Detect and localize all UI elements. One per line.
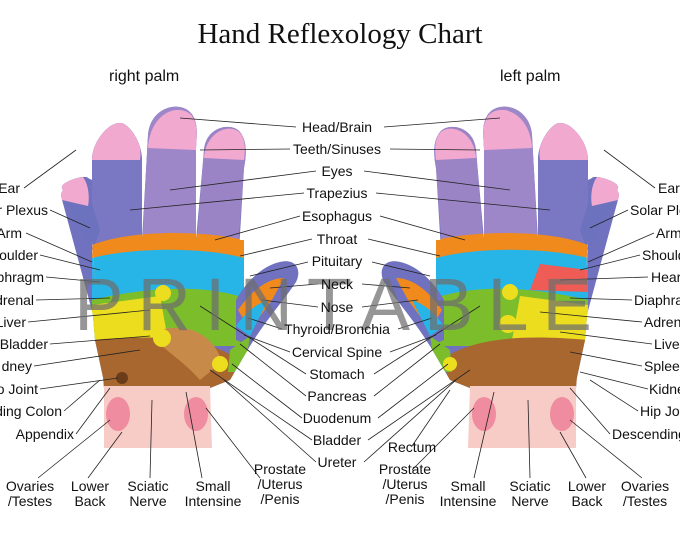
label-right-bladder: Bladder [0, 336, 48, 352]
label-left-solar-plexus: Solar Ple [630, 202, 680, 218]
label-head-brain: Head/Brain [302, 119, 372, 135]
label-left-intensine: Intensine [440, 493, 497, 509]
label-bladder: Bladder [313, 432, 362, 448]
label-right-prostate: Prostate [254, 461, 306, 477]
label-right-kidney: dney [2, 358, 32, 374]
label-left-spleen: Splee [644, 358, 680, 374]
right-palm-label: right palm [109, 68, 180, 85]
label-left-kidney: Kidne [649, 381, 680, 397]
label-right-diaphragm: phragm [0, 269, 44, 285]
label-right-ovaries: Ovaries [6, 478, 54, 494]
label-left-arm: Arm [656, 225, 680, 241]
label-left-hip-joint: Hip Jo [640, 403, 680, 419]
label-right-testes: /Testes [8, 493, 52, 509]
watermark-text: PRINTABLE [74, 263, 606, 346]
label-left-nerve: Nerve [511, 493, 549, 509]
label-left-lower: Lower [568, 478, 606, 494]
label-stomach: Stomach [309, 366, 364, 382]
leader-lines [23, 117, 656, 479]
label-right-shoulder: oulder [0, 247, 38, 263]
label-eyes: Eyes [321, 163, 352, 179]
label-right-ear: Ear [0, 180, 20, 196]
label-right-penis: /Penis [261, 491, 300, 507]
label-right-appendix: Appendix [16, 426, 74, 442]
label-right-uterus: /Uterus [257, 476, 302, 492]
label-right-sciatic: Sciatic [127, 478, 168, 494]
label-left-penis: /Penis [386, 491, 425, 507]
label-left-back: Back [571, 493, 603, 509]
label-neck: Neck [321, 276, 354, 292]
label-right-lower: Lower [71, 478, 109, 494]
label-left-ovaries: Ovaries [621, 478, 669, 494]
label-ureter: Ureter [318, 454, 357, 470]
label-left-uterus: /Uterus [382, 476, 427, 492]
label-right-back: Back [74, 493, 106, 509]
label-teeth-sinuses: Teeth/Sinuses [293, 141, 381, 157]
label-left-small: Small [450, 478, 485, 494]
label-pituitary: Pituitary [312, 253, 363, 269]
label-left-sciatic: Sciatic [509, 478, 550, 494]
right-palm-bottom-labels: Ovaries /Testes Lower Back Sciatic Nerve… [6, 461, 306, 509]
right-palm-side-labels: Ear r Plexus Arm oulder phragm drenal Li… [0, 180, 74, 442]
label-left-adrenal: Adren [644, 314, 680, 330]
left-palm-bottom-labels: Rectum Prostate /Uterus /Penis Small Int… [379, 439, 669, 509]
label-left-diaphragm: Diaphra [634, 292, 680, 308]
label-left-shoulder: Should [642, 247, 680, 263]
left-palm-side-labels: Ear Solar Ple Arm Should Hear Diaphra Ad… [612, 180, 680, 442]
label-right-ascending-colon: ding Colon [0, 403, 62, 419]
left-palm-label: left palm [500, 68, 561, 85]
label-thyroid-bronchia: Thyroid/Bronchia [284, 321, 390, 337]
label-right-small: Small [195, 478, 230, 494]
label-pancreas: Pancreas [307, 388, 366, 404]
label-duodenum: Duodenum [303, 410, 372, 426]
label-right-arm: Arm [0, 225, 22, 241]
label-left-prostate: Prostate [379, 461, 431, 477]
label-left-descending-colon: Descending [612, 426, 680, 442]
label-right-intensine: Intensine [185, 493, 242, 509]
label-left-testes: /Testes [623, 493, 667, 509]
label-left-liver: Live [654, 336, 680, 352]
label-right-adrenal: drenal [0, 292, 34, 308]
label-right-nerve: Nerve [129, 493, 167, 509]
label-left-heart: Hear [651, 269, 680, 285]
label-trapezius: Trapezius [307, 185, 368, 201]
label-left-rectum: Rectum [388, 439, 436, 455]
label-right-solar-plexus: r Plexus [0, 202, 48, 218]
label-cervical-spine: Cervical Spine [292, 344, 382, 360]
label-right-liver: Liver [0, 314, 26, 330]
label-nose: Nose [321, 299, 354, 315]
label-throat: Throat [317, 231, 358, 247]
label-esophagus: Esophagus [302, 208, 372, 224]
chart-title: Hand Reflexology Chart [197, 18, 483, 50]
center-labels: Head/Brain Teeth/Sinuses Eyes Trapezius … [284, 119, 390, 470]
label-left-ear: Ear [658, 180, 680, 196]
label-right-hip-joint: o Joint [0, 381, 38, 397]
